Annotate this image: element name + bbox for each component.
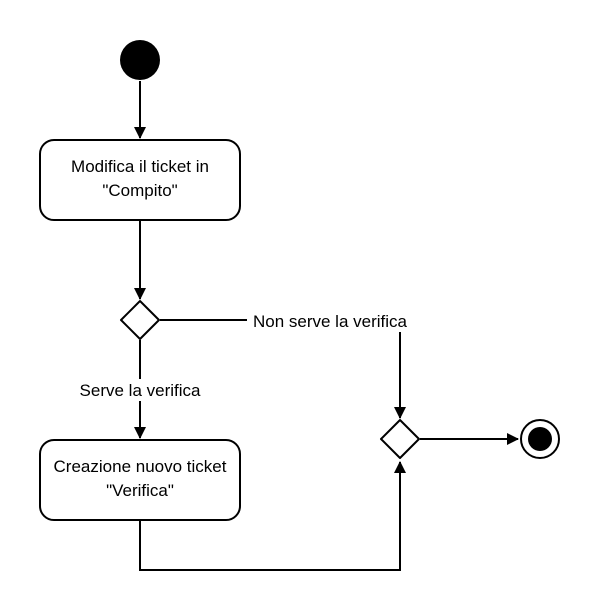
edge-decision-to-merge — [160, 319, 406, 419]
action-modify-line-2: "Compito" — [102, 181, 177, 200]
edge-label-verify-text: Serve la verifica — [80, 381, 201, 400]
action-create-ticket: Creazione nuovo ticket "Verifica" — [39, 439, 241, 521]
edge-create-to-merge — [139, 461, 406, 571]
action-create-line-1: Creazione nuovo ticket — [54, 457, 227, 476]
edge-label-no-verify: Non serve la verifica — [247, 310, 413, 332]
edge-label-no-verify-text: Non serve la verifica — [253, 312, 408, 331]
merge-node — [380, 419, 420, 459]
initial-node — [120, 40, 160, 80]
decision-node — [120, 300, 160, 340]
edge-label-verify: Serve la verifica — [74, 379, 206, 401]
action-modify-line-1: Modifica il ticket in — [71, 157, 209, 176]
action-modify-ticket: Modifica il ticket in "Compito" — [39, 139, 241, 221]
final-node — [520, 419, 560, 459]
action-create-line-2: "Verifica" — [106, 481, 174, 500]
